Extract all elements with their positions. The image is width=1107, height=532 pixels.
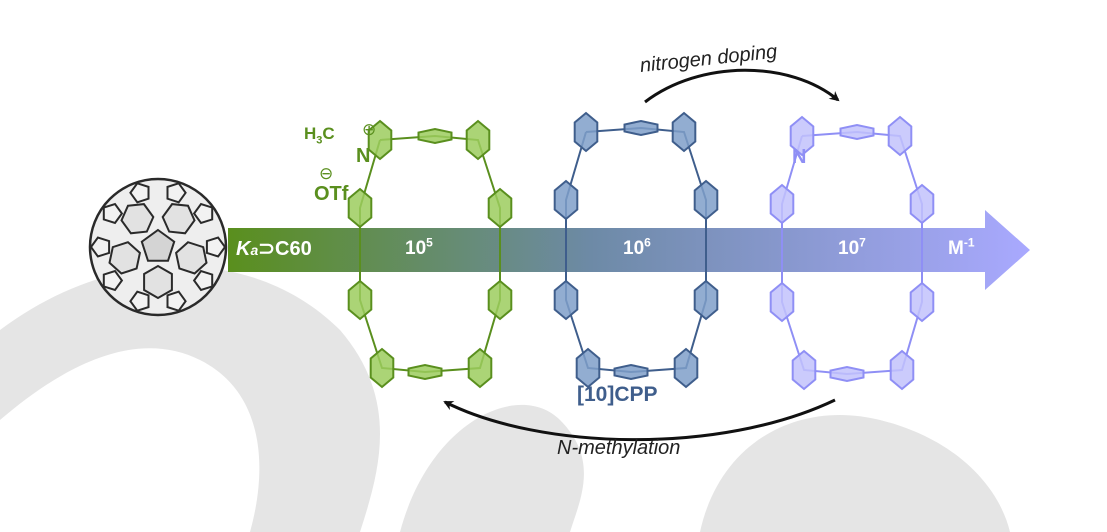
binding-constant-2: 106 (623, 235, 651, 259)
benzene-ring (573, 111, 599, 153)
benzene-ring (623, 119, 659, 137)
benzene-ring (789, 115, 815, 157)
benzene-ring (487, 187, 513, 229)
fullerene-face (192, 202, 214, 225)
aza-nitrogen-label: N (792, 146, 807, 168)
benzene-ring (553, 179, 579, 221)
cpp-10-icon (553, 111, 719, 389)
benzene-ring (769, 281, 795, 323)
benzene-ring (467, 347, 493, 389)
benzene-ring (367, 119, 393, 161)
benzene-ring (347, 279, 373, 321)
binding-constant-3: 107 (838, 235, 866, 259)
benzene-ring (407, 363, 443, 381)
fullerene-face (129, 182, 150, 204)
fullerene-face (102, 269, 124, 292)
fullerene-face (143, 264, 173, 300)
benzene-ring (671, 111, 697, 153)
binding-constant-1: 105 (405, 235, 433, 259)
fullerene-face (129, 290, 150, 312)
benzene-ring (417, 127, 453, 145)
methyl-group-label: H3C (304, 124, 335, 147)
benzene-ring (487, 279, 513, 321)
fullerene-face (102, 202, 124, 225)
n-methylation-arrow (443, 398, 836, 442)
watermark (0, 266, 1010, 532)
benzene-ring (465, 119, 491, 161)
fullerene-face (108, 241, 141, 275)
fullerene-face (192, 269, 214, 292)
benzene-ring (693, 279, 719, 321)
benzene-ring (889, 349, 915, 391)
benzene-ring (553, 279, 579, 321)
fullerene-face (205, 236, 227, 258)
benzene-ring (693, 179, 719, 221)
benzene-ring (829, 365, 865, 383)
fullerene-face (89, 236, 111, 258)
pyridinium-nitrogen-label: N (356, 145, 371, 167)
benzene-ring (887, 115, 913, 157)
cpp-label: [10]CPP (577, 383, 658, 406)
binding-constant-arrow (228, 210, 1030, 290)
fullerene-face (120, 203, 155, 235)
unit-label: M-1 (948, 235, 975, 259)
benzene-ring (791, 349, 817, 391)
fullerene-face (175, 241, 208, 275)
c60-fullerene-icon (88, 177, 228, 317)
benzene-ring (769, 183, 795, 225)
benzene-ring (575, 347, 601, 389)
positive-charge-label: ⊕ (362, 120, 377, 139)
n-methyl-pyridinium-cpp-icon (347, 119, 513, 389)
fullerene-face (161, 203, 196, 235)
counterion-label: OTf (314, 183, 349, 205)
benzene-ring (839, 123, 875, 141)
fullerene-face (166, 290, 187, 312)
nitrogen-doping-arrow (644, 68, 840, 104)
benzene-ring (369, 347, 395, 389)
benzene-ring (909, 183, 935, 225)
benzene-ring (613, 363, 649, 381)
ka-label: Ka⊃C60 (236, 238, 312, 260)
benzene-ring (909, 281, 935, 323)
fullerene-face (166, 182, 187, 204)
benzene-ring (347, 187, 373, 229)
negative-charge-label: ⊖ (319, 164, 334, 183)
aza-cpp-icon (769, 115, 935, 391)
n-methylation-label: N-methylation (557, 437, 681, 459)
fullerene-face (140, 228, 176, 262)
benzene-ring (673, 347, 699, 389)
